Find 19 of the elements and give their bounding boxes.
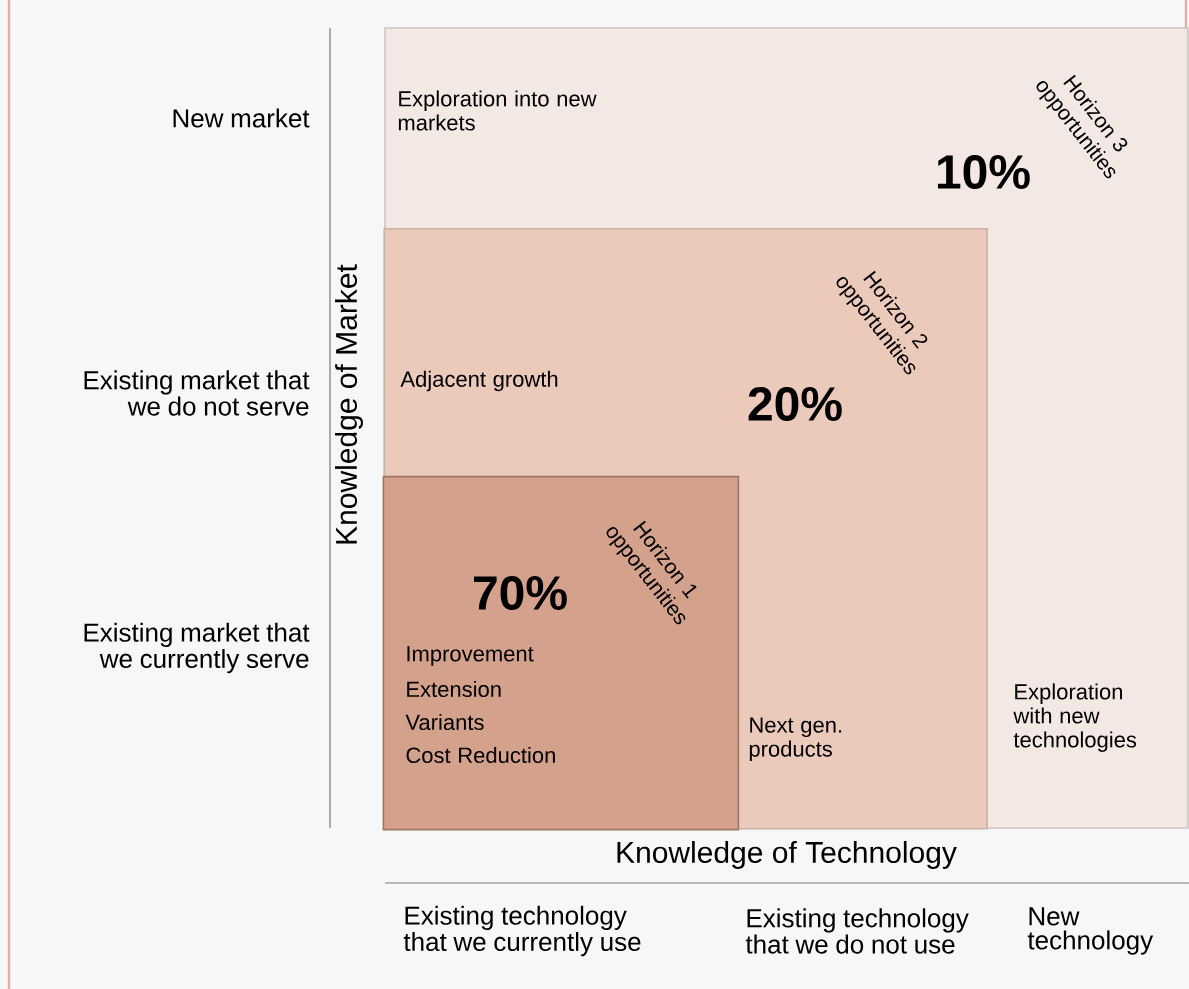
list-item: Extension [407, 680, 501, 698]
list-item: Variants [405, 713, 484, 731]
axis-category-label: Existing technology that we do not use [745, 908, 969, 954]
axis-category-label: New market [173, 108, 310, 128]
list-item: Cost Reduction [406, 746, 555, 764]
axis-category-label: Existing technology that we currently use [403, 905, 641, 957]
axis-category-label: Existing market that we do not serve [84, 370, 310, 416]
axis-title: Knowledge of Market [335, 264, 363, 544]
quadrant-label: Adjacent growth [400, 370, 558, 392]
quadrant-label: Next gen. products [749, 717, 842, 762]
quadrant-label: Exploration into new markets [398, 90, 597, 131]
axis-title: Knowledge of Technology [617, 841, 957, 869]
percentage-label: 20% [748, 387, 842, 421]
list-item: Improvement [407, 646, 534, 666]
percentage-label: 10% [938, 155, 1030, 189]
axis-category-label: Existing market that we currently serve [84, 622, 310, 674]
axis-category-label: New technology [1027, 907, 1154, 955]
percentage-label: 70% [474, 576, 567, 610]
quadrant-label: Exploration with new technologies [1013, 683, 1137, 752]
